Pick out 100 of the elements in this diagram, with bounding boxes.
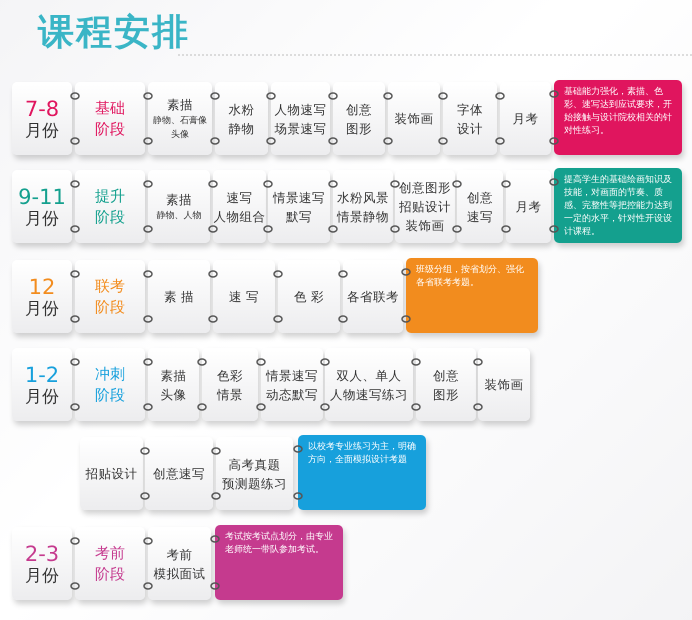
description-box — [554, 80, 682, 155]
course-name: 创意速写 — [466, 188, 494, 226]
course-name: 场景速写 — [274, 120, 326, 138]
course-card — [278, 260, 340, 333]
course-name: 装饰画 — [406, 217, 444, 235]
stage-card — [75, 260, 145, 333]
course-name: 月考 — [512, 110, 538, 128]
course-name: 招贴设计 — [399, 198, 451, 216]
description-text: 考试按考试点划分，由专业老师统一带队参加考试。 — [225, 530, 334, 556]
course-name: 情景静物 — [337, 208, 389, 226]
course-card — [148, 527, 211, 600]
course-card — [343, 260, 403, 333]
course-card — [145, 437, 213, 510]
course-name: 水粉静物 — [228, 100, 256, 138]
course-name: 高考真题 — [228, 456, 280, 474]
stage-name: 考前阶段 — [94, 542, 126, 584]
course-name: 考前 — [166, 546, 192, 564]
course-name: 素描 — [166, 191, 192, 209]
course-name: 模拟面试 — [154, 564, 206, 582]
course-card — [457, 170, 503, 243]
course-card — [416, 348, 476, 421]
month-card — [12, 170, 72, 243]
description-box — [298, 435, 426, 510]
course-card — [148, 170, 210, 243]
course-card — [202, 348, 258, 421]
month-card — [12, 82, 72, 155]
course-name: 各省联考 — [347, 288, 399, 306]
course-card — [478, 348, 530, 421]
month-label: 月份 — [25, 567, 59, 586]
course-card — [500, 82, 551, 155]
stage-card — [75, 527, 145, 600]
course-name: 装饰画 — [484, 376, 524, 394]
course-card — [271, 82, 330, 155]
month-card — [12, 348, 72, 421]
course-card — [213, 170, 266, 243]
description-text: 提高学生的基础绘画知识及技能，对画面的节奏、质感、完整性等把控能力达到一定的水平，针对性开设设计课程。 — [564, 173, 673, 238]
course-card — [388, 82, 440, 155]
course-card — [216, 437, 293, 510]
month-card — [12, 260, 72, 333]
course-name: 水粉风景 — [337, 188, 389, 206]
course-name: 人物速写 — [274, 100, 326, 118]
page-title: 课程安排 — [38, 11, 190, 55]
stage-card — [75, 82, 145, 155]
course-card — [148, 260, 210, 333]
course-name: 预测题练习 — [222, 474, 287, 492]
description-text: 基础能力强化，素描、色彩、速写达到应试要求，开始接触与设计院校相关的针对性练习。 — [564, 85, 673, 137]
course-name: 创意图形 — [399, 179, 451, 197]
course-name: 创意图形 — [345, 100, 373, 138]
course-name: 速 写 — [229, 288, 259, 306]
description-box — [406, 258, 538, 333]
month-label: 月份 — [25, 122, 59, 141]
course-name: 素 描 — [164, 288, 194, 306]
course-card — [333, 82, 385, 155]
course-card — [215, 82, 268, 155]
stage-name: 联考阶段 — [94, 276, 126, 318]
month-label: 月份 — [25, 388, 59, 407]
course-card — [268, 170, 330, 243]
course-name: 默写 — [286, 208, 312, 226]
course-card — [506, 170, 551, 243]
course-card — [325, 348, 413, 421]
course-name: 色彩情景 — [216, 366, 244, 404]
course-card — [261, 348, 323, 421]
course-name: 素描头像 — [160, 366, 188, 404]
course-name: 人物组合 — [214, 208, 266, 226]
course-name: 动态默写 — [266, 386, 318, 404]
month-label: 月份 — [25, 300, 59, 319]
month-label: 月份 — [25, 210, 59, 229]
course-card — [148, 82, 212, 155]
course-name: 双人、单人 — [336, 366, 402, 384]
course-name: 字体设计 — [456, 100, 484, 138]
description-box — [215, 525, 343, 600]
month-range: 1-2 — [24, 362, 60, 388]
course-card — [213, 260, 275, 333]
course-name: 招贴设计 — [86, 465, 138, 483]
description-box — [554, 168, 682, 243]
stage-name: 提升阶段 — [94, 186, 126, 228]
course-name: 情景速写 — [266, 366, 318, 384]
month-range: 9-11 — [18, 184, 66, 210]
course-name: 色 彩 — [294, 288, 324, 306]
course-card — [148, 348, 199, 421]
stage-card — [75, 170, 145, 243]
description-text: 以校考专业练习为主，明确方向，全面模拟设计考题 — [308, 440, 417, 466]
month-range: 12 — [28, 274, 56, 300]
month-range: 7-8 — [24, 96, 60, 122]
course-card — [395, 170, 455, 243]
course-name: 月考 — [516, 198, 542, 216]
course-card — [80, 437, 143, 510]
course-detail: 静物、石膏像头像 — [152, 114, 208, 142]
stage-card — [75, 348, 145, 421]
course-name: 情景速写 — [273, 188, 325, 206]
course-name: 人物速写练习 — [330, 386, 408, 404]
course-name: 创意图形 — [432, 366, 460, 404]
course-card — [333, 170, 393, 243]
course-name: 素描 — [167, 96, 193, 114]
course-name: 创意速写 — [153, 465, 205, 483]
description-text: 班级分组，按省划分、强化各省联考考题。 — [416, 263, 525, 289]
course-name: 装饰画 — [394, 110, 434, 128]
course-name: 速写 — [226, 188, 252, 206]
stage-name: 基础阶段 — [94, 98, 126, 140]
course-detail: 静物、人物 — [156, 210, 202, 223]
